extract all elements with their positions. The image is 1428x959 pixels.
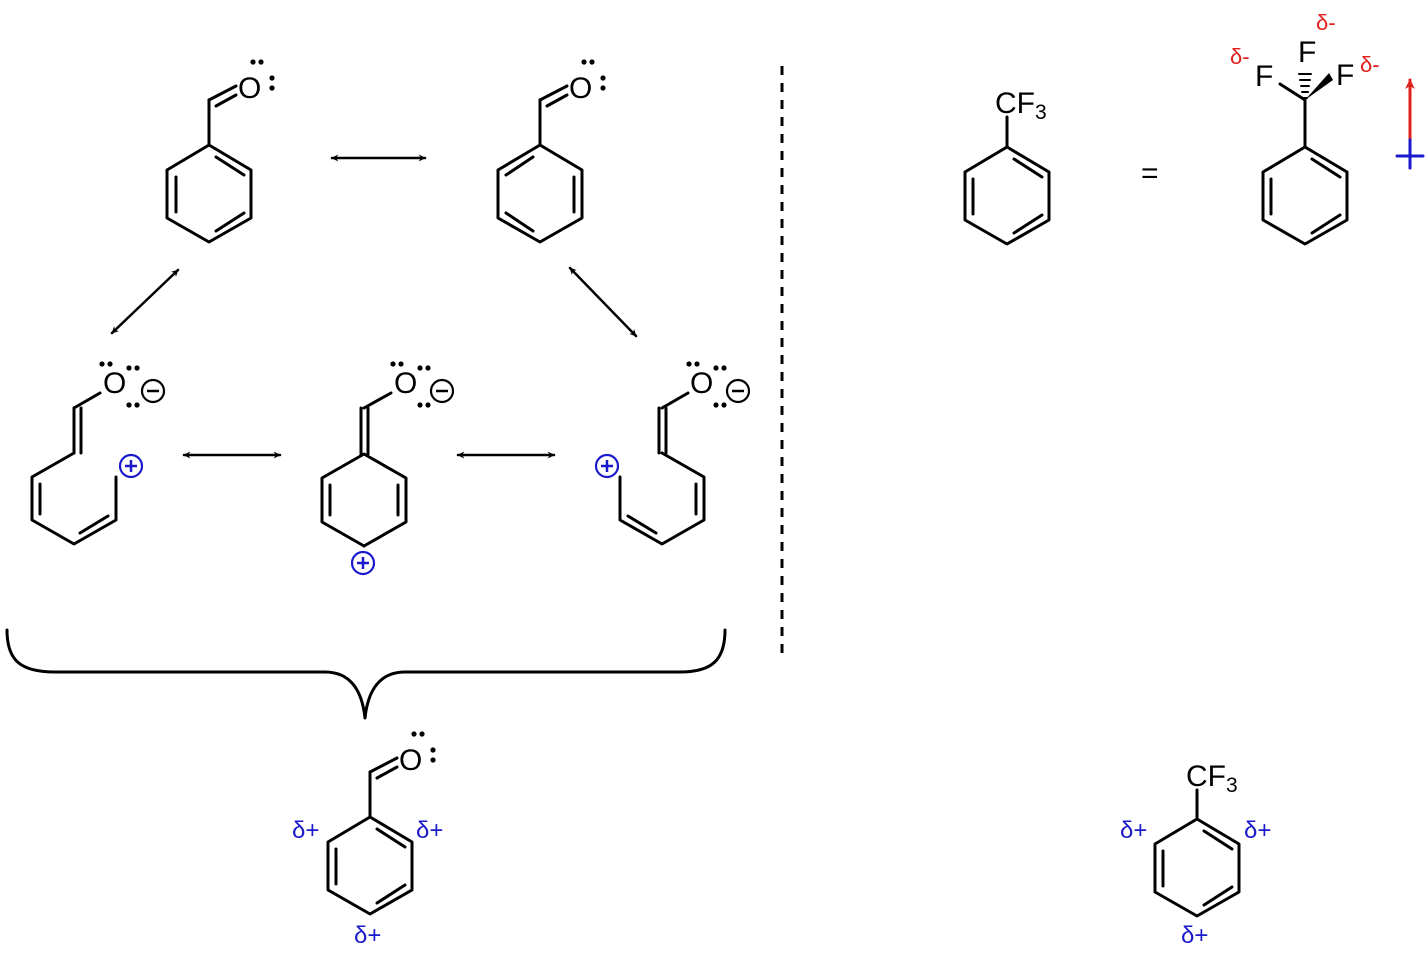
delta-plus-para: δ+ — [1181, 922, 1208, 949]
oxygen-label: O — [394, 367, 417, 400]
circled-minus-icon — [725, 378, 751, 404]
oxygen-label: O — [103, 367, 126, 400]
circled-minus-icon — [140, 378, 166, 404]
oxygen-atom-4: O — [390, 361, 431, 408]
oxygen-atom-hybrid: O — [399, 731, 436, 777]
cf3-label-top: CF 3 — [995, 87, 1047, 124]
benzaldehyde-hybrid-structure — [326, 756, 414, 916]
oxygen-label: O — [690, 367, 713, 400]
delta-plus-ortho-left: δ+ — [292, 817, 319, 844]
ortho-cation-structure-left — [30, 391, 118, 546]
delta-minus-top: δ- — [1316, 10, 1336, 35]
oxygen-atom-5: O — [686, 361, 727, 408]
delta-plus-ortho-right: δ+ — [1244, 817, 1271, 844]
para-cation-structure — [320, 391, 408, 548]
trifluoromethylbenzene-partial-charges — [1153, 788, 1241, 918]
circled-minus-icon — [429, 378, 455, 404]
cf3-subscript: 3 — [1035, 101, 1047, 124]
benzaldehyde-structure-1 — [165, 84, 253, 244]
oxygen-atom-2: O — [569, 59, 606, 105]
cf3-main: CF — [1186, 760, 1226, 793]
delta-plus-para: δ+ — [354, 922, 381, 949]
trifluoromethylbenzene-structure — [963, 115, 1051, 246]
oxygen-label: O — [238, 72, 261, 105]
equals-sign: = — [1141, 157, 1159, 190]
fluorine-right: F — [1336, 59, 1354, 92]
oxygen-atom-3: O — [99, 361, 140, 408]
fluorine-top: F — [1298, 36, 1316, 69]
fluorine-left: F — [1255, 60, 1273, 93]
ortho-cation-structure-right — [618, 391, 706, 546]
cf3-label-bottom: CF 3 — [1186, 760, 1238, 797]
curly-brace-icon — [5, 628, 727, 720]
circled-plus-icon — [118, 453, 144, 479]
resonance-arrow-right-diagonal — [568, 266, 638, 338]
trifluoromethylbenzene-expanded-structure — [1261, 82, 1349, 246]
oxygen-atom-1: O — [238, 59, 275, 105]
oxygen-label: O — [399, 744, 422, 777]
circled-plus-icon — [350, 550, 376, 576]
cf3-subscript: 3 — [1226, 774, 1238, 797]
benzaldehyde-structure-2 — [496, 84, 584, 244]
delta-minus-left: δ- — [1230, 44, 1250, 69]
circled-plus-icon — [594, 453, 620, 479]
delta-plus-ortho-right: δ+ — [416, 817, 443, 844]
resonance-arrow-left-diagonal — [110, 268, 180, 335]
delta-plus-ortho-left: δ+ — [1120, 817, 1147, 844]
cf3-main: CF — [995, 87, 1035, 120]
delta-minus-right: δ- — [1360, 52, 1380, 77]
solid-wedge-bond — [1305, 73, 1333, 100]
hashed-wedge-bond — [1298, 73, 1312, 99]
oxygen-label: O — [569, 72, 592, 105]
